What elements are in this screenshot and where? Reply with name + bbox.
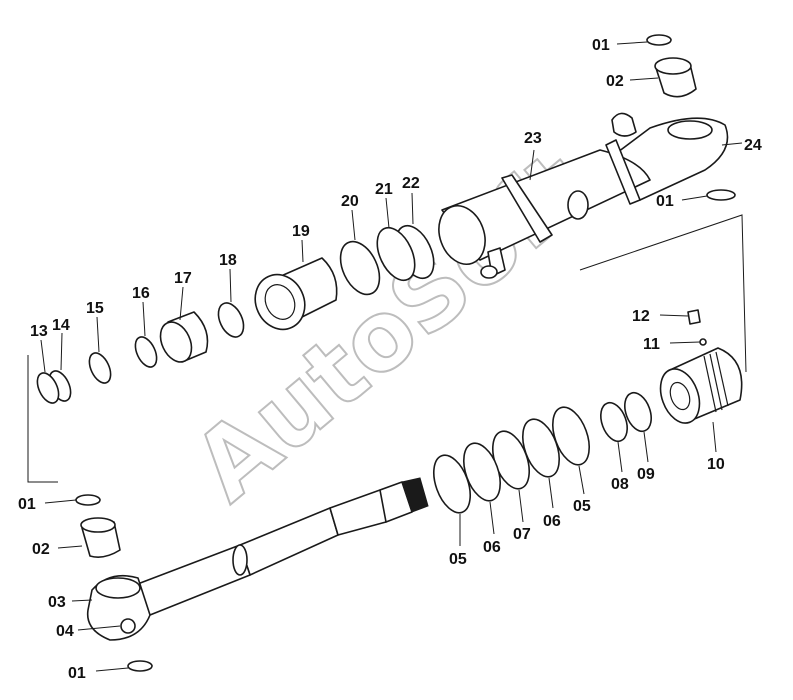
label-05-right: 05 — [573, 498, 591, 515]
label-07: 07 — [513, 526, 531, 543]
barrel-port-fitting — [480, 247, 506, 279]
label-10: 10 — [707, 456, 725, 473]
label-15: 15 — [86, 300, 104, 317]
label-19: 19 — [292, 223, 310, 240]
label-12: 12 — [632, 308, 650, 325]
label-01-bottom-upper: 01 — [18, 496, 36, 513]
label-08: 08 — [611, 476, 629, 493]
label-01-top: 01 — [592, 37, 610, 54]
label-22: 22 — [402, 175, 420, 192]
label-06-left: 06 — [483, 539, 501, 556]
part-16-ring — [134, 336, 158, 368]
part-18-ring — [217, 302, 245, 338]
part-01-seal-ring-right — [706, 189, 736, 201]
part-04-grease-fitting — [120, 618, 136, 634]
label-24: 24 — [744, 137, 762, 154]
part-03-rod-eye — [86, 574, 151, 641]
part-12-plug — [687, 309, 701, 325]
label-13: 13 — [30, 323, 48, 340]
label-16: 16 — [132, 285, 150, 302]
part-08-ring — [600, 401, 628, 443]
part-05-ring-left — [432, 454, 472, 514]
assembly-frame-line — [27, 355, 58, 483]
label-02-bottom: 02 — [32, 541, 50, 558]
part-10-piston — [659, 347, 743, 424]
part-02-bushing-top — [654, 57, 697, 98]
piston-rod — [134, 477, 429, 616]
label-18: 18 — [219, 252, 237, 269]
part-23-barrel-tube — [438, 139, 651, 279]
rod-thread — [401, 477, 429, 513]
label-01-bottom-lower: 01 — [68, 665, 86, 682]
label-04: 04 — [56, 623, 74, 640]
part-02-bushing-bottom — [80, 517, 121, 558]
label-05-left: 05 — [449, 551, 467, 568]
label-06-right: 06 — [543, 513, 561, 530]
label-09: 09 — [637, 466, 655, 483]
part-01-seal-ring-bottom-upper — [75, 494, 101, 506]
part-01-seal-ring-top — [646, 34, 672, 46]
part-19-gland — [254, 257, 338, 331]
part-11-ball — [699, 338, 707, 346]
assembly-frame-line-right — [579, 214, 747, 373]
part-21-ring — [376, 226, 416, 282]
label-21: 21 — [375, 181, 393, 198]
label-14: 14 — [52, 317, 70, 334]
leader-lines — [40, 41, 743, 672]
part-09-ring — [624, 391, 652, 433]
part-20-ring — [339, 240, 381, 296]
label-03: 03 — [48, 594, 66, 611]
part-13-ring — [36, 372, 60, 404]
label-02-top: 02 — [606, 73, 624, 90]
label-23: 23 — [524, 130, 542, 147]
label-17: 17 — [174, 270, 192, 287]
label-11: 11 — [643, 336, 660, 353]
part-01-seal-ring-bottom-lower — [127, 660, 153, 672]
part-17-bushing — [159, 311, 209, 363]
label-01-right: 01 — [656, 193, 674, 210]
part-15-ring — [88, 352, 112, 384]
label-20: 20 — [341, 193, 359, 210]
